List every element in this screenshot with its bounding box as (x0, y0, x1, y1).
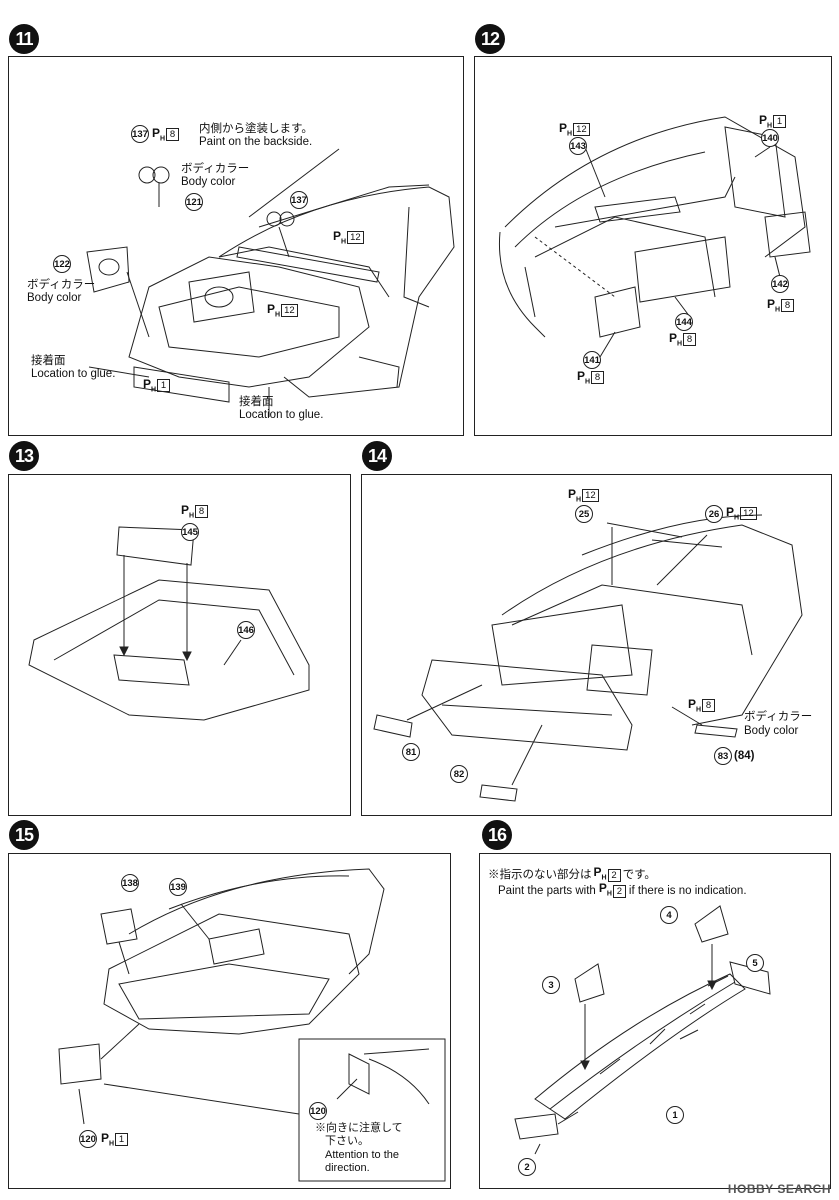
part-81: 81 (402, 743, 420, 761)
label-body-color-jp: ボディカラー (744, 711, 813, 723)
watermark: HOBBY SEARCH (727, 1182, 831, 1196)
part-122: 122 (53, 255, 71, 273)
part-141: 141 (583, 351, 601, 369)
step-13-drawing (28, 526, 310, 721)
part-139: 139 (169, 878, 187, 896)
label-attention-en-2: direction. (325, 1162, 370, 1174)
part-138: 138 (121, 874, 139, 892)
part-84-label: (84) (734, 750, 755, 762)
step-12-drawing (498, 116, 811, 358)
part-26: 26 (705, 505, 723, 523)
part-4: 4 (660, 906, 678, 924)
part-146: 146 (237, 621, 255, 639)
label-glue-1-jp: 接着面 (31, 355, 66, 367)
part-3: 3 (542, 976, 560, 994)
step-15-drawing (58, 868, 446, 1182)
part-1: 1 (666, 1106, 684, 1124)
part-121: 121 (185, 193, 203, 211)
step-16-drawing (514, 905, 771, 1155)
label-paint-backside-jp: 内側から塗装します。 (199, 123, 313, 135)
step-14-drawing (373, 514, 803, 802)
part-137-a: 137 (131, 125, 149, 143)
label-paint-backside-en: Paint on the backside. (199, 136, 313, 148)
label-attention-en-1: Attention to the (325, 1149, 399, 1161)
step-16-number: 16 (482, 820, 512, 850)
part-25: 25 (575, 505, 593, 523)
label-attention-jp-1: ※向きに注意して (315, 1122, 403, 1134)
part-137-b: 137 (290, 191, 308, 209)
part-120-b: 120 (309, 1102, 327, 1120)
label-body-color-en: Body color (181, 176, 236, 188)
label-body-color-b-en: Body color (27, 292, 82, 304)
step-11-drawing (86, 148, 455, 417)
part-120-a: 120 (79, 1130, 97, 1148)
part-2: 2 (518, 1158, 536, 1176)
step-14-number: 14 (362, 441, 392, 471)
step-15-number: 15 (9, 820, 39, 850)
part-140: 140 (761, 129, 779, 147)
part-142: 142 (771, 275, 789, 293)
part-83: 83 (714, 747, 732, 765)
label-body-color-b-jp: ボディカラー (27, 279, 96, 291)
label-attention-jp-2: 下さい。 (325, 1135, 369, 1147)
step-11-number: 11 (9, 24, 39, 54)
step-13-number: 13 (9, 441, 39, 471)
part-143: 143 (569, 137, 587, 155)
part-144: 144 (675, 313, 693, 331)
part-5: 5 (746, 954, 764, 972)
label-body-color-en: Body color (744, 725, 799, 737)
label-glue-2-jp: 接着面 (239, 396, 274, 408)
label-glue-1-en: Location to glue. (31, 368, 116, 380)
part-82: 82 (450, 765, 468, 783)
label-glue-2-en: Location to glue. (239, 409, 324, 421)
step-12-number: 12 (475, 24, 505, 54)
part-145: 145 (181, 523, 199, 541)
label-body-color-jp: ボディカラー (181, 163, 250, 175)
